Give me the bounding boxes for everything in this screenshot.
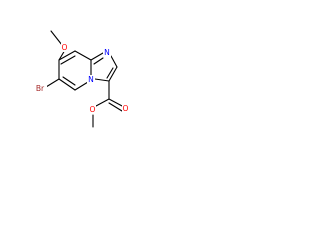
bond-c8a-n1-double [93, 57, 104, 65]
atom-o-ester: O [89, 105, 96, 114]
atom-label-n-imidazole: N [104, 48, 110, 57]
atom-label-n-bridge: N [88, 75, 94, 84]
atom-label-br: Br [36, 84, 45, 93]
bond-c5-c6-double [62, 76, 76, 86]
bond-c5-c6 [58, 78, 76, 91]
structure-svg: O N Br N O O [33, 30, 129, 128]
bond-methyl-o [50, 30, 63, 46]
bond-c3-n4 [94, 78, 110, 82]
atom-o-carbonyl: O [122, 104, 129, 113]
atom-n-imidazole: N [103, 48, 111, 57]
bond-ccarbonyl-oester [95, 98, 110, 107]
bond-n4-c5 [74, 81, 89, 91]
atom-labels: O N Br N O O [33, 43, 129, 114]
bond-carbonyl-double-a [108, 98, 125, 108]
atom-label-o-ester: O [90, 105, 96, 114]
bond-c7-c8 [58, 50, 76, 61]
bond-c8a-n1 [90, 52, 104, 61]
atom-o-methoxy: O [61, 43, 68, 52]
atom-label-o-methoxy: O [62, 43, 68, 52]
bond-c2-c3 [108, 66, 118, 82]
bond-c7-c8-double [60, 55, 76, 65]
atom-n-bridge: N [87, 75, 95, 84]
bond-carbonyl-double-b [108, 102, 123, 112]
bond-c6-br [45, 78, 60, 88]
bonds [45, 30, 125, 128]
molecule-diagram: O N Br N O O [0, 0, 152, 152]
bond-n1-c2 [110, 55, 118, 68]
bond-c2-c3-double [106, 67, 114, 79]
atom-label-o-carbonyl: O [123, 104, 129, 113]
atom-br: Br [33, 84, 47, 93]
bond-c8-c8a [74, 50, 92, 61]
